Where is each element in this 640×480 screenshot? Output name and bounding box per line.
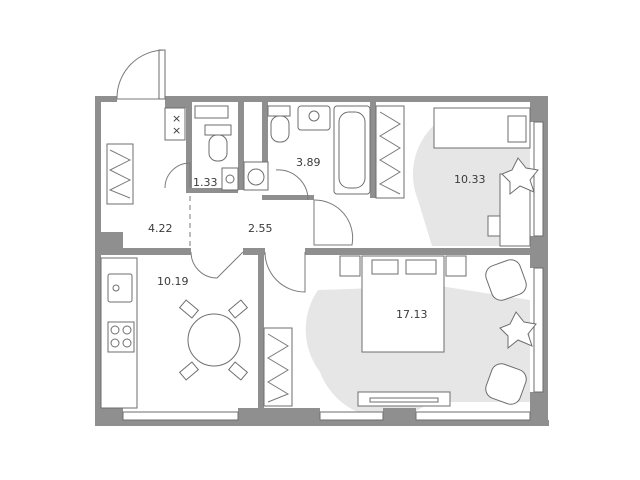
kitchen-stove [107, 321, 135, 353]
area-bedroom: 10.33 [454, 173, 486, 186]
interior-walls [101, 102, 530, 408]
outer-walls [95, 96, 549, 426]
door-bathroom [275, 169, 309, 201]
toilet-fixtures [194, 105, 239, 191]
area-living-room: 17.13 [396, 308, 428, 321]
nightstand-right [445, 255, 467, 277]
chair-4 [227, 361, 249, 381]
chair-2 [227, 299, 249, 319]
area-kitchen: 10.19 [157, 275, 189, 288]
window-living-right [533, 267, 544, 393]
hall-closet [164, 107, 186, 141]
kitchen-sink [107, 273, 133, 303]
wardrobe-bedroom [375, 105, 405, 199]
area-hall: 4.22 [148, 222, 173, 235]
living-furniture [339, 255, 537, 407]
door-living [264, 251, 306, 293]
bathroom-fixtures [243, 105, 371, 195]
armchair-top [485, 259, 527, 301]
plant-bedroom [501, 157, 539, 196]
armchair-bottom [485, 363, 527, 405]
window-living-bottom-2 [415, 411, 531, 421]
wardrobe-hall [106, 143, 134, 205]
door-toilet [164, 162, 191, 189]
interior-doors [164, 162, 354, 293]
entrance-door [116, 49, 166, 100]
chair-1 [178, 299, 200, 319]
kitchen-furniture [100, 257, 249, 409]
room-labels: 4.22 1.33 3.89 10.33 2.55 10.19 17.13 [148, 156, 486, 321]
desk-chair [487, 215, 501, 237]
area-corridor: 2.55 [248, 222, 273, 235]
plant-living [499, 311, 537, 350]
windows [122, 121, 544, 421]
window-living-bottom [319, 411, 384, 421]
wardrobes: × × [106, 105, 405, 407]
area-toilet: 1.33 [193, 176, 218, 189]
bathroom-toilet-tank [267, 105, 291, 117]
svg-text:×: × [172, 124, 181, 137]
door-kitchen [190, 251, 244, 279]
window-kitchen [122, 411, 239, 421]
window-bedroom [533, 121, 544, 237]
bathroom-toilet [270, 115, 290, 143]
nightstand-left [339, 255, 361, 277]
toilet-tank [204, 124, 232, 136]
toilet-bowl [208, 134, 228, 162]
bedroom-furniture [433, 107, 539, 247]
door-bedroom [313, 199, 354, 246]
svg-text:×: × [172, 112, 181, 125]
dining-table [187, 313, 241, 367]
area-bathroom: 3.89 [296, 156, 321, 169]
wardrobe-living [263, 327, 293, 407]
chair-3 [178, 361, 200, 381]
